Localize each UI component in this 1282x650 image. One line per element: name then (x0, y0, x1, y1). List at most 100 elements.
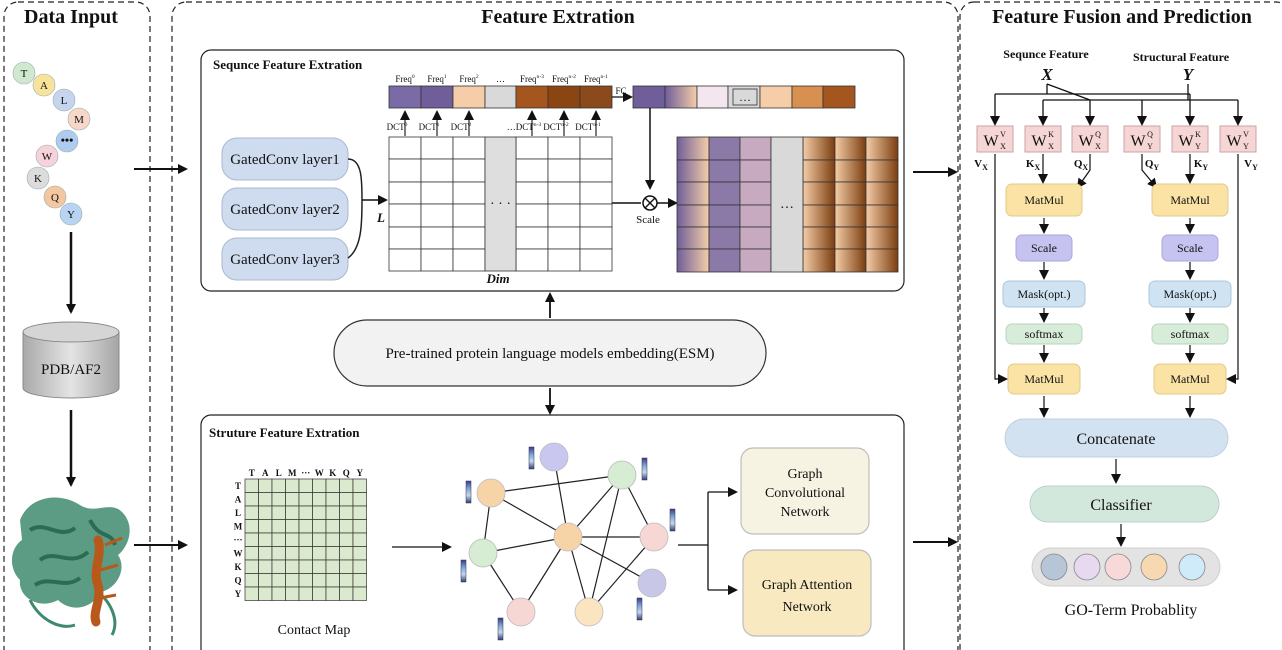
feature-map-cell (676, 204, 710, 228)
contact-cell (352, 532, 367, 547)
weight-sup: V (1000, 130, 1006, 139)
freq-cell (388, 85, 422, 109)
gated-conv-label: GatedConv layer2 (230, 202, 340, 218)
contact-col-label: A (262, 468, 269, 478)
contact-cell (339, 532, 354, 547)
scale-box-label: Scale (1031, 241, 1057, 255)
dct-cell (579, 248, 613, 272)
weight-matrix (1024, 125, 1062, 153)
multiply-cross (644, 197, 656, 209)
matmul-out-label: MatMul (1024, 372, 1064, 386)
residue-letter: K (34, 173, 42, 185)
feature-map-cell (865, 226, 899, 250)
mask-box (1148, 280, 1232, 308)
contact-cell (258, 478, 273, 493)
esm-label: Pre-trained protein language models embe… (385, 346, 714, 362)
contact-cell (285, 492, 300, 507)
contact-cell (325, 505, 340, 520)
dct-cell (452, 226, 486, 250)
dct-cell (388, 226, 422, 250)
contact-map-label: Contact Map (278, 623, 351, 638)
node-feature-bar (460, 559, 467, 583)
contact-cell (271, 546, 286, 561)
contact-cell (298, 505, 313, 520)
weight-sub: X (1000, 142, 1006, 151)
cross-attention-blocks: MatMulScaleMask(opt.)softmaxMatMulMatMul… (994, 154, 1239, 418)
dct-cell (388, 136, 422, 160)
contact-row-label: A (235, 494, 242, 504)
dct-cell (579, 226, 613, 250)
contact-cell (285, 559, 300, 574)
residue-bead (35, 144, 59, 168)
contact-cell (352, 492, 367, 507)
sequence-feature-label: Sequnce Feature (1003, 47, 1089, 61)
node-feature-bar (465, 480, 472, 504)
contact-cell (298, 559, 313, 574)
contact-cell (285, 573, 300, 588)
contact-cell (258, 505, 273, 520)
contact-cell (312, 586, 327, 601)
output-label: GO-Term Probablity (1065, 602, 1198, 619)
projection-label: VY (1244, 158, 1258, 172)
scale-box (1161, 234, 1219, 262)
fc-cell (822, 85, 856, 109)
contact-cell (298, 532, 313, 547)
node-feature-bar (669, 508, 676, 532)
feature-map-cell (708, 181, 741, 206)
graph-edge (490, 492, 569, 538)
dct-label: DCTn-2 (543, 122, 569, 132)
fusion-wire (1043, 84, 1238, 101)
contact-row-label: T (235, 481, 241, 491)
contact-cell (298, 573, 313, 588)
attn-arrow (1076, 154, 1091, 189)
contact-cell (244, 546, 259, 561)
contact-cell (339, 478, 354, 493)
weight-label: W (1031, 133, 1047, 150)
contact-cell (258, 573, 273, 588)
node-feature-bar (641, 457, 648, 481)
contact-cell (312, 478, 327, 493)
contact-cell (258, 586, 273, 601)
feature-map-cell (708, 159, 741, 183)
fc-ellipsis: … (739, 90, 751, 104)
contact-col-label: W (315, 468, 324, 478)
feature-map-cell (676, 248, 710, 273)
contact-cell (325, 559, 340, 574)
contact-cell (325, 586, 340, 601)
residue-letter: A (40, 80, 48, 92)
dct-cell (388, 181, 422, 205)
fc-output-bar: … (632, 85, 856, 109)
contact-cell (312, 519, 327, 534)
contact-cell (258, 492, 273, 507)
go-term-probability-dot (1073, 553, 1101, 581)
contact-col-label: L (276, 468, 282, 478)
feature-map-cell (802, 226, 836, 250)
dct-cell (547, 203, 581, 228)
feature-map-cell (708, 136, 741, 161)
feature-map-cell (834, 181, 867, 206)
contact-cell (271, 573, 286, 588)
weight-matrix (1123, 125, 1161, 153)
weight-label: W (983, 133, 999, 150)
fc-ellipsis-cell (732, 88, 758, 106)
dct-cell (420, 248, 454, 272)
freq-label: Freqn-1 (584, 74, 608, 84)
dct-cell (452, 248, 486, 272)
dct-label: DCT2 (451, 122, 472, 132)
softmax-box-label: softmax (1171, 327, 1210, 341)
contact-cell (339, 519, 354, 534)
contact-cell (244, 586, 259, 601)
dct-cell (420, 181, 454, 205)
feature-map-cell (676, 136, 710, 161)
dct-label: DCT1 (419, 122, 440, 132)
feature-map-ellipsis: … (780, 197, 794, 212)
weight-matrix (1071, 125, 1109, 153)
projection-label: VX (974, 158, 988, 172)
graph-node (539, 442, 569, 472)
residue-bead (59, 202, 83, 226)
gcn-box (740, 447, 870, 535)
graph-node (607, 460, 637, 490)
l-label: L (376, 210, 385, 225)
residue-letter: W (42, 151, 53, 163)
